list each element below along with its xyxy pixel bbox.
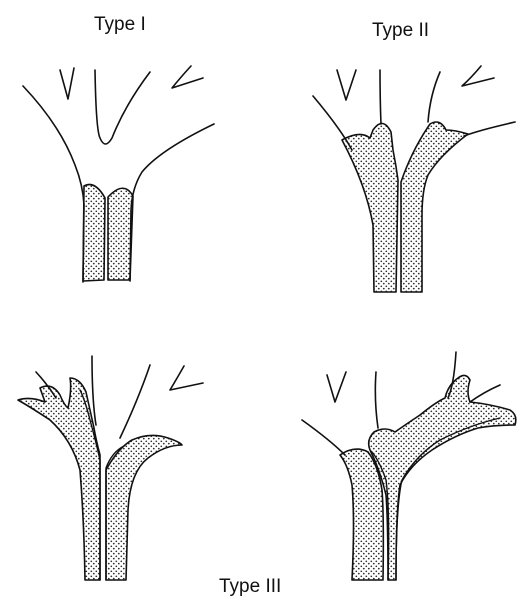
type1-right-twig bbox=[172, 66, 203, 88]
diagram-type-2 bbox=[313, 66, 515, 292]
type1-left-twig bbox=[60, 68, 74, 99]
type3b-stippled-left-wall bbox=[340, 449, 383, 580]
type2-right-outline bbox=[464, 122, 515, 136]
diagram-type-3-left bbox=[18, 356, 203, 580]
type1-left-outline bbox=[23, 86, 84, 282]
type-3-label: Type III bbox=[219, 576, 281, 598]
type1-center-branch bbox=[95, 70, 150, 144]
type3a-stippled-left-wall bbox=[18, 378, 100, 580]
type-2-label: Type II bbox=[372, 20, 429, 42]
type1-stippled-left-wall bbox=[83, 185, 105, 282]
diagram-type-3-right bbox=[302, 352, 516, 580]
type2-stippled-right-wall bbox=[401, 122, 468, 292]
type3b-stippled-center bbox=[369, 375, 516, 580]
type2-right-twig bbox=[462, 66, 494, 86]
type2-left-twig bbox=[337, 70, 356, 100]
type3b-left-twig bbox=[327, 372, 346, 402]
type3a-stippled-right-wall bbox=[106, 435, 182, 580]
type3a-right-twig bbox=[170, 366, 203, 390]
type1-stippled-right-wall bbox=[108, 188, 133, 280]
type2-center-branch bbox=[380, 70, 440, 124]
type1-right-outline bbox=[130, 124, 214, 281]
type-1-label: Type I bbox=[94, 14, 146, 36]
diagram-type-1 bbox=[23, 66, 214, 282]
